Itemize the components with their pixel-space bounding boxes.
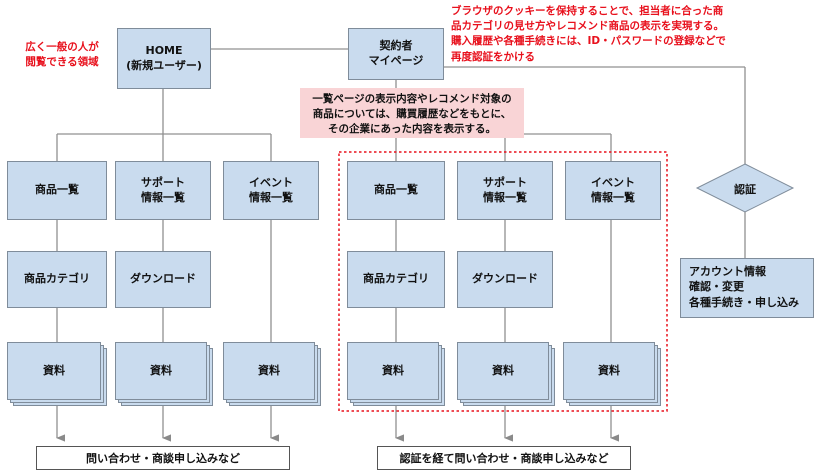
left-docs-2[interactable]: 資料 (115, 342, 207, 400)
right-contact-footer[interactable]: 認証を経て問い合わせ・商談申し込みなど (377, 446, 631, 470)
auth-diamond-label: 認証 (734, 183, 756, 196)
authenticated-region-border (338, 151, 668, 412)
account-info-box[interactable]: アカウント情報 確認・変更 各種手続き・申し込み (680, 258, 814, 318)
right-docs-1[interactable]: 資料 (347, 342, 439, 400)
left-docs-1[interactable]: 資料 (7, 342, 101, 400)
home-node[interactable]: HOME (新規ユーザー) (117, 28, 211, 89)
right-download[interactable]: ダウンロード (457, 251, 553, 308)
cookie-note: ブラウザのクッキーを保持することで、担当者に合った商 品カテゴリの見せ方やレコメ… (451, 5, 726, 63)
right-docs-3[interactable]: 資料 (563, 342, 655, 400)
left-event-list[interactable]: イベント 情報一覧 (223, 161, 319, 220)
mypage-node[interactable]: 契約者 マイページ (348, 28, 444, 80)
public-area-note: 広く一般の人が 閲覧できる領域 (25, 41, 99, 69)
auth-diamond (695, 163, 795, 213)
left-support-list[interactable]: サポート 情報一覧 (115, 161, 211, 220)
right-product-list[interactable]: 商品一覧 (347, 161, 445, 220)
left-download[interactable]: ダウンロード (115, 251, 211, 308)
right-docs-2[interactable]: 資料 (457, 342, 549, 400)
recommend-note: 一覧ページの表示内容やレコメンド対象の 商品については、購買履歴などをもとに、 … (300, 88, 524, 138)
right-event-list[interactable]: イベント 情報一覧 (565, 161, 661, 220)
right-support-list[interactable]: サポート 情報一覧 (457, 161, 553, 220)
right-product-category[interactable]: 商品カテゴリ (347, 251, 445, 308)
left-docs-3[interactable]: 資料 (223, 342, 315, 400)
left-product-category[interactable]: 商品カテゴリ (7, 251, 107, 308)
left-contact-footer[interactable]: 問い合わせ・商談申し込みなど (36, 446, 290, 470)
left-product-list[interactable]: 商品一覧 (7, 161, 107, 220)
